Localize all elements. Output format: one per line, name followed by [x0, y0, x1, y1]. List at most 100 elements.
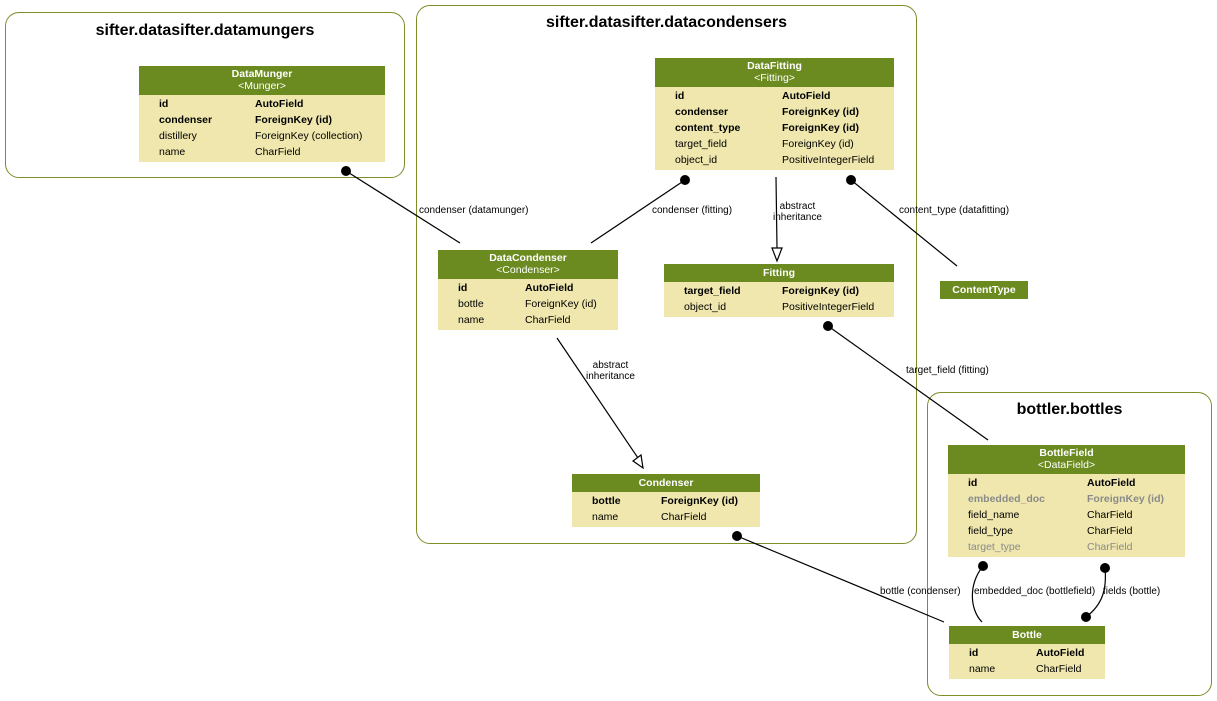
field-type: ForeignKey (id) — [782, 285, 860, 297]
field-name: target_type — [968, 541, 1021, 553]
edge-end-dot — [1081, 612, 1091, 622]
field-name: target_field — [684, 285, 741, 297]
field-type: CharField — [255, 146, 301, 158]
field-name: target_field — [675, 138, 727, 150]
edge-end-dot — [732, 531, 742, 541]
field-type: AutoField — [525, 282, 574, 294]
model-header: ContentType — [940, 281, 1028, 299]
field-type: AutoField — [1036, 647, 1085, 659]
field-type: CharField — [1087, 541, 1133, 553]
model-subtitle: <Fitting> — [754, 72, 795, 84]
edge-label: content_type (datafitting) — [899, 205, 1010, 216]
field-name: bottle — [458, 298, 484, 310]
model-header: Condenser — [572, 474, 760, 492]
field-name: embedded_doc — [968, 493, 1046, 505]
field-type: CharField — [525, 314, 571, 326]
field-name: id — [675, 90, 685, 102]
field-row: condenser ForeignKey (id) — [139, 112, 385, 128]
model-subtitle: <Condenser> — [496, 264, 560, 276]
field-name: id — [458, 282, 468, 294]
model-fitting[interactable]: Fitting target_field ForeignKey (id) object… — [664, 264, 894, 317]
field-name: name — [159, 146, 186, 158]
model-name: DataFitting — [747, 60, 802, 72]
field-type: ForeignKey (collection) — [255, 130, 363, 142]
edge-inheritance-datacondenser — [556, 337, 639, 459]
field-row: target_type CharField — [948, 539, 1185, 555]
field-type: ForeignKey (id) — [1087, 493, 1165, 505]
cluster-bottles: bottler.bottles — [927, 392, 1212, 696]
model-header: DataFitting<Fitting> — [655, 58, 894, 87]
model-contenttype[interactable]: ContentType — [940, 281, 1028, 299]
field-name: content_type — [675, 122, 741, 134]
field-row: embedded_doc ForeignKey (id) — [948, 491, 1185, 507]
model-datacondenser[interactable]: DataCondenser<Condenser> id AutoField bottl… — [438, 250, 618, 330]
edge-end-dot — [341, 166, 351, 176]
edge-inheritance-datafitting — [775, 176, 778, 249]
field-row: content_type ForeignKey (id) — [655, 120, 894, 136]
field-name: field_type — [968, 525, 1013, 537]
edge-end-dot — [846, 175, 856, 185]
field-name: id — [968, 477, 978, 489]
field-name: id — [159, 98, 169, 110]
edge-bottle-condenser — [736, 535, 945, 623]
cluster-title: bottler.bottles — [1016, 401, 1123, 418]
field-name: bottle — [592, 495, 621, 507]
field-name: name — [969, 663, 996, 675]
model-name: Fitting — [762, 267, 796, 279]
edge-end-dot — [978, 561, 988, 571]
edge-label: target_field (fitting) — [906, 365, 989, 376]
cluster-title: sifter.datasifter.datacondensers — [546, 14, 787, 31]
field-type: CharField — [661, 511, 707, 523]
field-row: name CharField — [139, 144, 385, 160]
model-name: DataCondenser — [489, 252, 567, 264]
field-type: ForeignKey (id) — [782, 138, 854, 150]
cluster-datacondensers: sifter.datasifter.datacondensers — [416, 5, 917, 544]
edge-end-dot — [680, 175, 690, 185]
field-row: id AutoField — [438, 280, 618, 296]
field-type: ForeignKey (id) — [782, 122, 860, 134]
edge-content-type — [850, 179, 958, 267]
field-row: distillery ForeignKey (collection) — [139, 128, 385, 144]
edge-end-dot — [823, 321, 833, 331]
field-name: distillery — [159, 130, 197, 142]
field-type: ForeignKey (id) — [525, 298, 597, 310]
edge-target-field — [827, 325, 989, 441]
field-name: id — [969, 647, 979, 659]
edge-label: condenser (datamunger) — [419, 205, 529, 216]
model-header: DataMunger<Munger> — [139, 66, 385, 95]
field-name: condenser — [159, 114, 213, 126]
edge-label: embedded_doc (bottlefield) — [974, 586, 1096, 597]
edge-label: fields (bottle) — [1103, 586, 1161, 597]
field-name: object_id — [675, 154, 718, 166]
edge-label: abstract inheritance — [586, 360, 635, 382]
field-name: condenser — [675, 106, 729, 118]
inheritance-arrowhead — [631, 453, 644, 470]
edge-embedded-doc — [971, 565, 984, 623]
field-type: ForeignKey (id) — [255, 114, 333, 126]
edge-condenser-datamunger — [345, 170, 461, 244]
field-type: CharField — [1087, 509, 1133, 521]
model-name: DataMunger — [231, 68, 293, 80]
field-row: target_field ForeignKey (id) — [655, 136, 894, 152]
field-row: bottle ForeignKey (id) — [438, 296, 618, 312]
edge-end-dot — [1100, 563, 1110, 573]
